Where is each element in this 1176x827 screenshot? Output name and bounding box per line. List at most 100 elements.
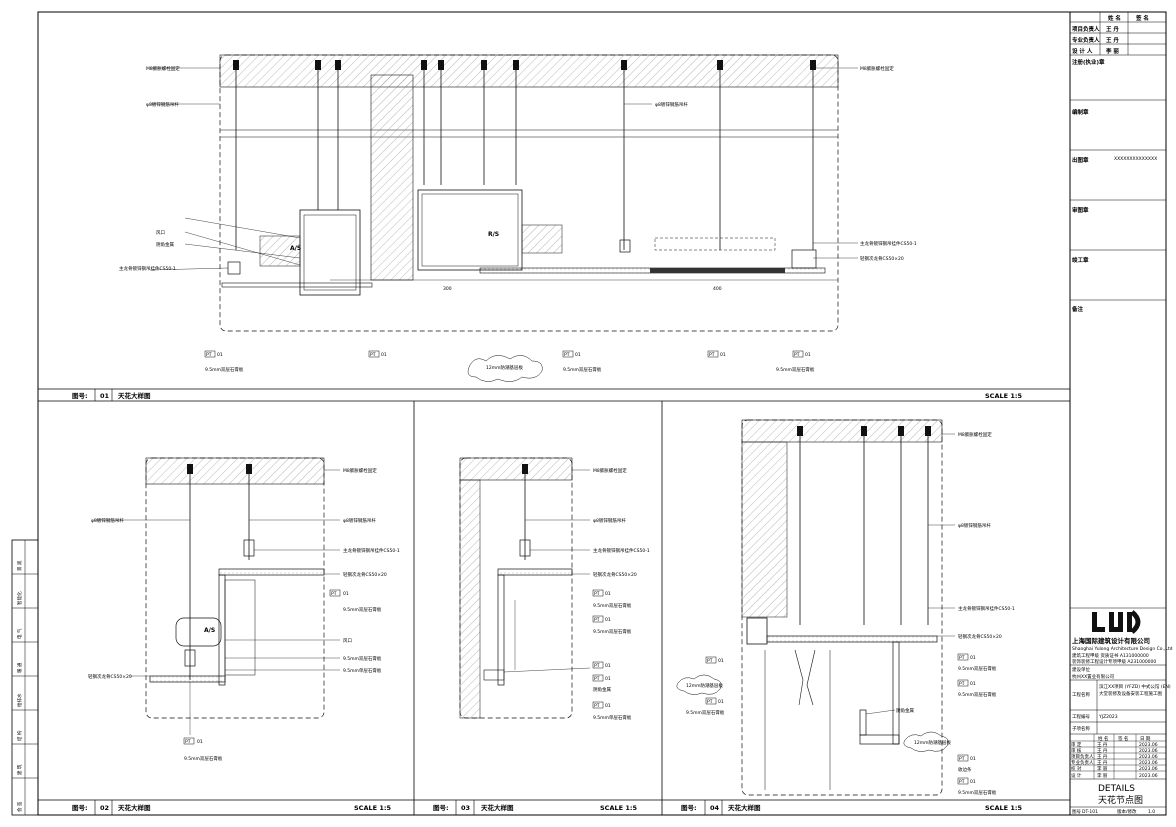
svg-text:大堂装修及设备安装工程施工图: 大堂装修及设备安装工程施工图 <box>1099 690 1162 697</box>
countersign-sidebar: 会 签 建 筑 结 构 给排水 暖 通 电 气 智能化 景 观 <box>11 539 39 816</box>
svg-text:2023.06: 2023.06 <box>1139 766 1158 772</box>
detail-title-03: 图号: 03 天花大样图 SCALE 1:5 <box>433 800 637 815</box>
svg-text:9.5mm单层石膏板: 9.5mm单层石膏板 <box>593 714 632 721</box>
svg-text:A/S: A/S <box>204 627 215 634</box>
svg-text:PT: PT <box>594 703 600 709</box>
svg-text:01: 01 <box>575 352 581 358</box>
svg-text:PT: PT <box>370 352 376 358</box>
svg-text:9.5mm单层石膏板: 9.5mm单层石膏板 <box>343 667 382 674</box>
svg-text:9.5mm双层石膏板: 9.5mm双层石膏板 <box>958 789 997 796</box>
detail-03-drawing: M8膨胀螺栓固定 φ8镀锌钢筋吊杆 主龙骨镀锌钢吊挂件CS50-1 轻钢次龙骨C… <box>459 457 650 721</box>
svg-text:PT: PT <box>206 352 212 358</box>
svg-text:A/S: A/S <box>290 245 301 252</box>
svg-text:备注: 备注 <box>1071 305 1084 313</box>
svg-text:收边条: 收边条 <box>958 766 972 773</box>
svg-text:签 名: 签 名 <box>1135 14 1149 22</box>
svg-text:12mm防潮基层板: 12mm防潮基层板 <box>486 364 523 371</box>
svg-text:01: 01 <box>718 658 724 664</box>
outer-frame <box>37 11 1167 816</box>
svg-text:版本/修改: 版本/修改 <box>1117 808 1137 815</box>
svg-text:校 对: 校 对 <box>1071 765 1082 772</box>
svg-text:02: 02 <box>100 804 109 812</box>
svg-text:2023.06: 2023.06 <box>1139 748 1158 754</box>
svg-text:PT: PT <box>709 352 715 358</box>
svg-text:01: 01 <box>718 699 724 705</box>
svg-text:12mm防潮基层板: 12mm防潮基层板 <box>914 739 951 746</box>
svg-text:阴角金属: 阴角金属 <box>896 707 914 714</box>
svg-text:建设单位: 建设单位 <box>1072 666 1090 673</box>
svg-text:9.5mm双层石膏板: 9.5mm双层石膏板 <box>184 755 223 762</box>
svg-text:9.5mm双层石膏板: 9.5mm双层石膏板 <box>563 366 602 373</box>
detail-01-drawing: 300 400 A/S R/S M8膨胀螺栓固定 φ8镀锌钢筋吊杆 M8膨胀螺栓… <box>119 54 917 382</box>
detail-title-02: 图号: 02 天花大样图 SCALE 1:5 <box>72 800 391 815</box>
svg-text:04: 04 <box>710 804 720 812</box>
svg-text:王 丹: 王 丹 <box>1097 748 1108 754</box>
svg-text:注册(执业)章: 注册(执业)章 <box>1072 58 1105 66</box>
detail-02-drawing: A/S M8膨胀螺栓固定 φ8镀锌钢筋吊杆 φ8镀锌钢筋吊杆 主龙骨镀锌钢吊挂件… <box>88 457 400 762</box>
svg-text:9.5mm双层石膏板: 9.5mm双层石膏板 <box>593 628 632 635</box>
svg-text:φ8镀锌钢筋吊杆: φ8镀锌钢筋吊杆 <box>593 517 626 524</box>
svg-text:DETAILS: DETAILS <box>1098 784 1135 794</box>
svg-text:PT: PT <box>707 699 713 705</box>
svg-text:03: 03 <box>461 804 470 812</box>
svg-text:PT: PT <box>959 655 965 661</box>
svg-text:天花大样图: 天花大样图 <box>728 803 761 812</box>
svg-text:2023.06: 2023.06 <box>1139 773 1158 779</box>
svg-text:PT: PT <box>331 591 337 597</box>
svg-text:子项名称: 子项名称 <box>1072 725 1090 732</box>
svg-text:图号:: 图号: <box>681 803 697 812</box>
svg-text:主龙骨镀锌钢吊挂件CS50-1: 主龙骨镀锌钢吊挂件CS50-1 <box>958 605 1015 612</box>
svg-text:暖 通: 暖 通 <box>16 662 23 673</box>
svg-text:SCALE 1:5: SCALE 1:5 <box>354 804 391 812</box>
svg-text:杭州XX置业有限公司: 杭州XX置业有限公司 <box>1072 673 1114 680</box>
svg-text:R/S: R/S <box>488 231 499 238</box>
svg-text:φ8镀锌钢筋吊杆: φ8镀锌钢筋吊杆 <box>655 101 688 108</box>
svg-text:9.5mm双层石膏板: 9.5mm双层石膏板 <box>958 691 997 698</box>
svg-text:王 丹: 王 丹 <box>1097 760 1108 766</box>
svg-text:9.5mm双层石膏板: 9.5mm双层石膏板 <box>958 665 997 672</box>
svg-text:01: 01 <box>605 591 611 597</box>
svg-text:天花大样图: 天花大样图 <box>118 391 151 400</box>
svg-text:轻钢次龙骨CS50×20: 轻钢次龙骨CS50×20 <box>343 571 387 578</box>
svg-text:审 定: 审 定 <box>1071 741 1082 748</box>
svg-text:风口: 风口 <box>343 638 352 644</box>
svg-text:01: 01 <box>605 617 611 623</box>
svg-text:PT: PT <box>594 663 600 669</box>
svg-text:图号:: 图号: <box>433 803 449 812</box>
svg-text:王 丹: 王 丹 <box>1097 754 1108 760</box>
svg-text:PT: PT <box>959 779 965 785</box>
title-block: 姓 名 签 名 项目负责人 王 丹 专业负责人 王 丹 设 计 人 李 丽 注册… <box>1070 12 1173 815</box>
svg-text:PT: PT <box>185 739 191 745</box>
svg-text:建筑工程甲级 资质证书 A131000000: 建筑工程甲级 资质证书 A131000000 <box>1072 652 1149 659</box>
svg-text:φ8镀锌钢筋吊杆: φ8镀锌钢筋吊杆 <box>146 101 179 108</box>
svg-text:SCALE 1:5: SCALE 1:5 <box>985 392 1022 400</box>
svg-text:图号:: 图号: <box>72 391 88 400</box>
svg-text:PT: PT <box>794 352 800 358</box>
svg-text:9.5mm双层石膏板: 9.5mm双层石膏板 <box>343 606 382 613</box>
svg-text:M8膨胀螺栓固定: M8膨胀螺栓固定 <box>343 467 377 474</box>
svg-text:专业负责人: 专业负责人 <box>1071 759 1094 766</box>
svg-text:2023.06: 2023.06 <box>1139 760 1158 766</box>
svg-text:SCALE 1:5: SCALE 1:5 <box>985 804 1022 812</box>
svg-text:1.0: 1.0 <box>1148 809 1155 815</box>
svg-text:M8膨胀螺栓固定: M8膨胀螺栓固定 <box>146 65 180 72</box>
svg-text:李 丽: 李 丽 <box>1105 47 1119 55</box>
svg-text:主龙骨镀锌钢吊挂件CS50-1: 主龙骨镀锌钢吊挂件CS50-1 <box>119 265 176 272</box>
svg-text:01: 01 <box>197 739 203 745</box>
detail-title-01: 图号: 01 天花大样图 SCALE 1:5 <box>72 389 1022 401</box>
svg-text:王 丹: 王 丹 <box>1106 36 1119 44</box>
svg-text:SCALE 1:5: SCALE 1:5 <box>600 804 637 812</box>
svg-text:项目负责人: 项目负责人 <box>1071 753 1094 760</box>
svg-text:审 核: 审 核 <box>1071 747 1082 754</box>
svg-text:王 丹: 王 丹 <box>1106 25 1119 33</box>
svg-text:M8膨胀螺栓固定: M8膨胀螺栓固定 <box>860 65 894 72</box>
svg-text:装饰装修工程设计专项甲级 A231000000: 装饰装修工程设计专项甲级 A231000000 <box>1072 658 1156 665</box>
company-logo <box>1092 610 1141 634</box>
svg-text:轻钢次龙骨CS50×20: 轻钢次龙骨CS50×20 <box>958 633 1002 640</box>
svg-text:日 期: 日 期 <box>1140 736 1151 742</box>
svg-text:01: 01 <box>805 352 811 358</box>
svg-text:9.5mm双层石膏板: 9.5mm双层石膏板 <box>593 602 632 609</box>
svg-text:01: 01 <box>720 352 726 358</box>
svg-text:会 签: 会 签 <box>16 801 23 812</box>
